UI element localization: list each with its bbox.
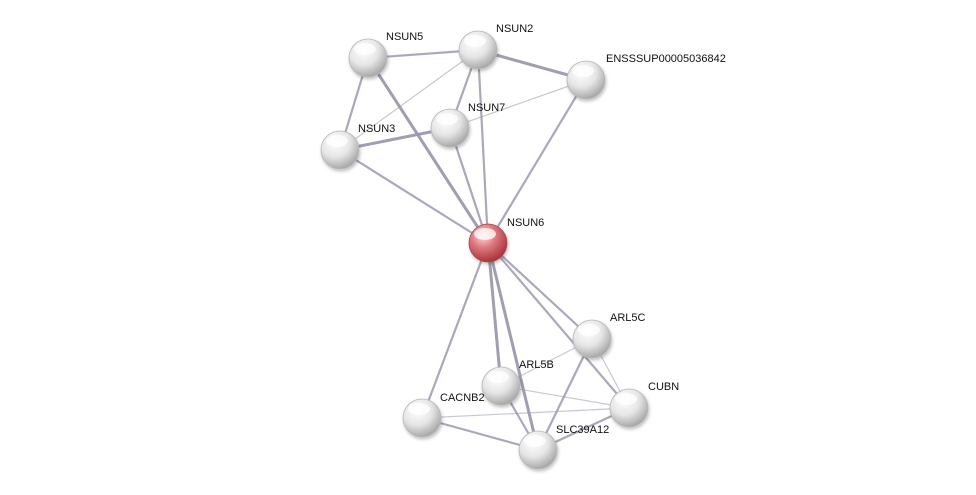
edge-nsun6-arl5c <box>486 241 594 341</box>
node-cubn[interactable]: CUBN <box>609 381 679 428</box>
edge-nsun6-slc39a12 <box>486 241 540 452</box>
edge-ens-nsun6 <box>486 78 588 245</box>
node-nsun6[interactable]: NSUN6 <box>468 217 544 263</box>
node-label-nsun6: NSUN6 <box>507 217 544 229</box>
nodes-layer: NSUN5 NSUN2ENSSSUP00005036842NSUN7NSUN3NS… <box>320 23 726 470</box>
node-label-arl5b: ARL5B <box>519 359 554 371</box>
node-label-slc39a12: SLC39A12 <box>556 424 609 436</box>
node-label-arl5c: ARL5C <box>610 312 646 324</box>
edge-cacnb2-cubn <box>421 407 630 419</box>
node-highlight-cacnb2 <box>408 403 430 415</box>
node-label-nsun5: NSUN5 <box>386 31 423 43</box>
node-highlight-nsun6 <box>474 228 496 240</box>
node-slc39a12[interactable]: SLC39A12 <box>518 424 609 470</box>
edge-nsun2-nsun3 <box>339 49 479 151</box>
edge-nsun6-cubn <box>486 241 631 410</box>
node-nsun7[interactable]: NSUN7 <box>430 102 505 148</box>
node-highlight-arl5b <box>487 371 509 383</box>
node-ensssup00005036842[interactable]: ENSSSUP00005036842 <box>566 53 726 100</box>
node-arl5b[interactable]: ARL5B <box>481 359 554 406</box>
node-nsun5[interactable]: NSUN5 <box>348 31 423 78</box>
edge-nsun5-nsun6 <box>366 56 490 245</box>
edge-arl5c-slc39a12 <box>536 337 594 452</box>
node-nsun3[interactable]: NSUN3 <box>320 123 395 170</box>
node-highlight-nsun3 <box>326 135 348 147</box>
node-label-nsun2: NSUN2 <box>496 23 533 35</box>
node-highlight-slc39a12 <box>524 435 546 447</box>
edge-nsun6-cacnb2 <box>420 241 490 420</box>
node-highlight-nsun7 <box>436 113 458 125</box>
node-highlight-nsun5 <box>354 43 376 55</box>
node-cacnb2[interactable]: CACNB2 <box>402 392 485 438</box>
edge-cacnb2-slc39a12 <box>420 416 540 452</box>
edges-layer <box>338 48 631 452</box>
node-label-nsun3: NSUN3 <box>358 123 395 135</box>
node-nsun2[interactable]: NSUN2 <box>458 23 533 70</box>
edge-nsun6-arl5b <box>486 241 503 388</box>
node-highlight-cubn <box>615 393 637 405</box>
node-label-nsun7: NSUN7 <box>468 102 505 114</box>
node-label-ensssup00005036842: ENSSSUP00005036842 <box>606 53 726 65</box>
edge-ens-nsun7 <box>449 79 587 129</box>
node-label-cubn: CUBN <box>648 381 679 393</box>
node-label-cacnb2: CACNB2 <box>440 392 485 404</box>
edge-nsun7-nsun6 <box>448 126 490 245</box>
node-highlight-ensssup00005036842 <box>572 65 594 77</box>
edge-nsun3-nsun6 <box>338 148 490 245</box>
edge-arl5b-cubn <box>500 385 630 409</box>
edge-nsun2-nsun6 <box>476 48 490 245</box>
node-highlight-arl5c <box>578 324 600 336</box>
node-arl5c[interactable]: ARL5C <box>572 312 646 359</box>
node-highlight-nsun2 <box>464 35 486 47</box>
